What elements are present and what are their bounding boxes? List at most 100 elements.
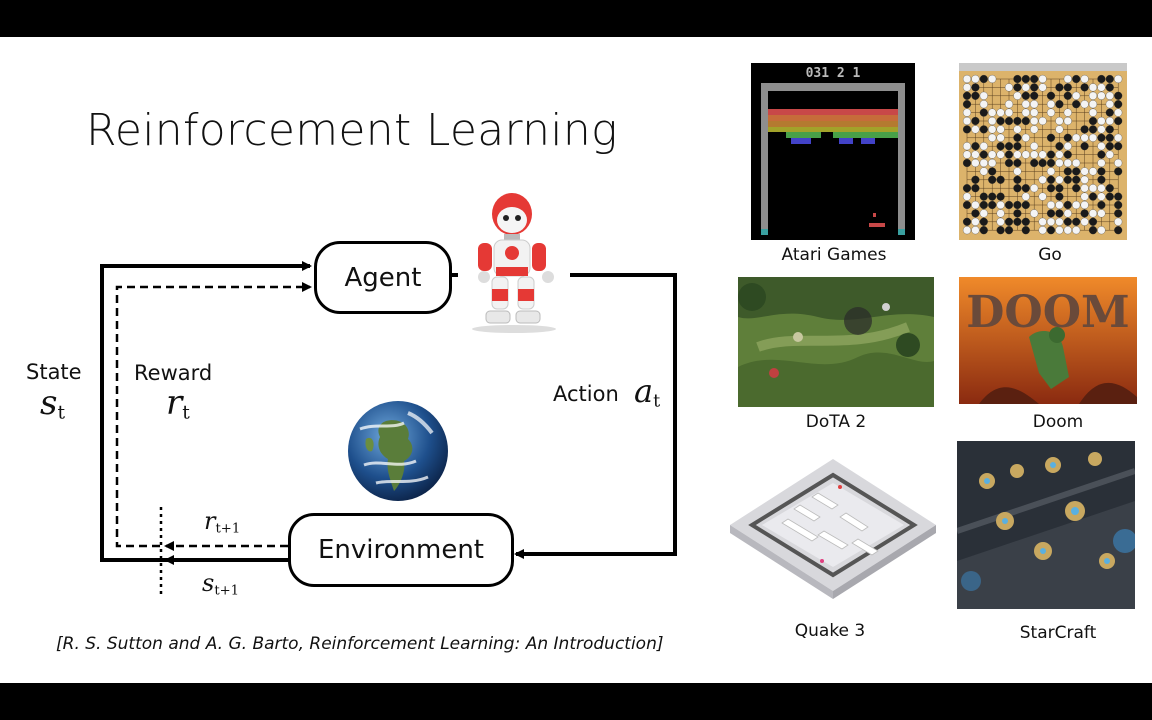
go-stone <box>1088 217 1098 226</box>
go-stone <box>1046 91 1056 100</box>
go-stone <box>1055 184 1064 193</box>
go-stone <box>1021 217 1030 226</box>
go-stone <box>1046 200 1056 210</box>
robot-icon <box>458 189 570 335</box>
go-stone <box>1013 184 1022 193</box>
next-reward-math: rt+1 <box>204 507 241 537</box>
go-stone <box>962 184 972 193</box>
go-stone <box>971 74 980 84</box>
go-stone <box>1013 209 1022 218</box>
go-stone <box>971 209 980 218</box>
go-stone <box>1055 100 1064 109</box>
go-stone <box>1088 133 1098 142</box>
agent-label: Agent <box>344 262 422 293</box>
go-stone <box>988 200 997 210</box>
go-stone <box>1055 150 1064 159</box>
go-stone <box>1021 200 1030 210</box>
go-stone <box>1080 83 1089 92</box>
go-stone <box>1004 150 1014 159</box>
go-stone <box>1080 74 1089 84</box>
go-stone <box>1097 167 1106 176</box>
go-stone <box>962 200 972 210</box>
go-stone <box>979 91 988 100</box>
go-stone <box>1105 83 1114 92</box>
go-stone <box>1080 192 1089 201</box>
go-stone <box>1046 184 1056 193</box>
go-stone <box>1046 108 1056 117</box>
reward-arrow <box>115 282 312 548</box>
slide: Reinforcement Learning Agent Environment <box>0 37 1152 683</box>
go-stone <box>1105 192 1114 201</box>
go-stone <box>1097 133 1106 142</box>
go-stone <box>979 200 988 210</box>
go-stone <box>1072 100 1081 109</box>
go-stone <box>1114 142 1123 151</box>
action-math: at <box>634 372 661 412</box>
go-stone <box>1021 116 1030 126</box>
go-stone <box>962 83 972 92</box>
go-stone <box>996 116 1005 126</box>
go-stone <box>1030 108 1039 117</box>
caption-atari: Atari Games <box>781 245 887 265</box>
quake3-maze-render <box>728 453 938 613</box>
go-stone <box>1080 133 1089 142</box>
doom-logo-icon: DOOM <box>966 287 1130 338</box>
go-stone <box>1030 74 1039 84</box>
go-stone <box>1063 142 1072 151</box>
go-stone <box>1030 83 1039 92</box>
dota2-screenshot <box>738 277 934 407</box>
go-stone <box>1030 100 1039 109</box>
go-stone <box>979 125 988 134</box>
go-stone <box>1114 226 1123 235</box>
go-stone <box>1046 158 1056 168</box>
go-stone <box>1105 133 1114 142</box>
agent-box: Agent <box>314 241 452 314</box>
go-stone <box>1105 142 1114 151</box>
go-stone <box>1097 226 1106 235</box>
reward-math: rt <box>166 383 190 424</box>
go-stone <box>962 150 972 159</box>
go-stone <box>1063 175 1072 184</box>
go-stone <box>1088 226 1098 235</box>
go-stone <box>971 91 980 100</box>
go-stone <box>1097 91 1106 100</box>
go-stone <box>1038 226 1047 235</box>
go-stone <box>1088 108 1098 117</box>
go-stone <box>1063 133 1072 142</box>
go-stone <box>1013 167 1022 176</box>
go-stone <box>1063 83 1072 92</box>
go-stone <box>1097 209 1106 218</box>
go-stone <box>988 150 997 159</box>
go-stone <box>1114 167 1123 176</box>
go-stone <box>1055 175 1064 184</box>
go-stone <box>1013 74 1022 84</box>
go-stone <box>1013 91 1022 100</box>
go-stone <box>1046 133 1056 142</box>
go-stone <box>1055 217 1064 226</box>
go-stone <box>1080 200 1089 210</box>
go-stone <box>988 74 997 84</box>
go-stone <box>1030 209 1039 218</box>
go-stone <box>1063 167 1072 176</box>
go-stone <box>1013 200 1022 210</box>
go-stone <box>1105 108 1114 117</box>
caption-doom: Doom <box>1032 412 1084 432</box>
go-stone <box>1055 200 1064 210</box>
go-stone <box>971 217 980 226</box>
action-label: Action <box>553 382 619 406</box>
go-stone <box>1097 116 1106 126</box>
go-stone <box>1030 116 1039 126</box>
go-stone <box>1021 192 1030 201</box>
go-stone <box>1097 125 1106 134</box>
go-stone <box>1105 184 1114 193</box>
go-stone <box>1114 91 1123 100</box>
go-stone <box>1055 192 1064 201</box>
go-stone <box>1097 142 1106 151</box>
go-stone <box>962 74 972 84</box>
go-stone <box>1021 226 1030 235</box>
go-stone <box>1013 175 1022 184</box>
go-stone <box>1055 83 1064 92</box>
go-stone <box>1114 209 1123 218</box>
go-stone <box>1097 74 1106 84</box>
go-stone <box>996 200 1005 210</box>
